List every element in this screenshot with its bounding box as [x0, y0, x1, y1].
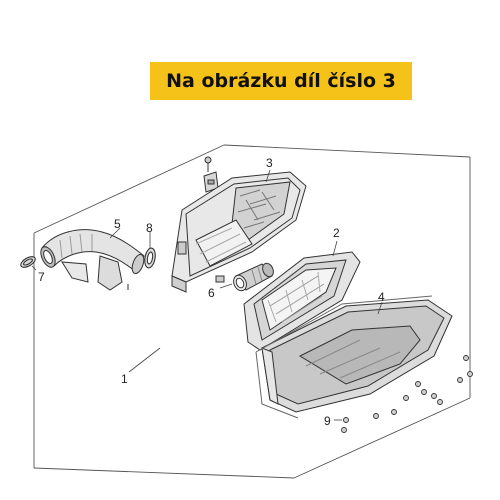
- assembly-boundary: [33, 144, 471, 479]
- clamp-7-drawing: [20, 256, 36, 268]
- callout-7: 7: [38, 270, 45, 284]
- callout-4: 4: [378, 290, 385, 304]
- callout-2: 2: [333, 226, 340, 240]
- callout-5: 5: [114, 217, 121, 231]
- callout-8: 8: [146, 221, 153, 235]
- callout-1: 1: [121, 372, 128, 386]
- intake-duct-5-drawing: [40, 229, 145, 291]
- callout-3: 3: [266, 156, 273, 170]
- clamp-8-drawing: [144, 247, 156, 269]
- callout-6: 6: [208, 286, 215, 300]
- callout-9: 9: [324, 414, 331, 428]
- filter-element-2-drawing: [243, 251, 361, 351]
- air-cleaner-case-3-drawing: [171, 171, 307, 293]
- air-cleaner-cover-4-drawing: [255, 295, 453, 419]
- banner-text: Na obrázku díl číslo 3: [166, 70, 396, 92]
- callout-labels: 1 2 3 4 5 6 7 8 9: [38, 156, 385, 428]
- leader-lines: [31, 169, 383, 421]
- screws-9-drawing: [341, 355, 473, 433]
- screw-and-bracket-drawing: [203, 156, 219, 193]
- connector-tube-6-drawing: [233, 262, 274, 292]
- part-number-banner: Na obrázku díl číslo 3: [150, 62, 412, 100]
